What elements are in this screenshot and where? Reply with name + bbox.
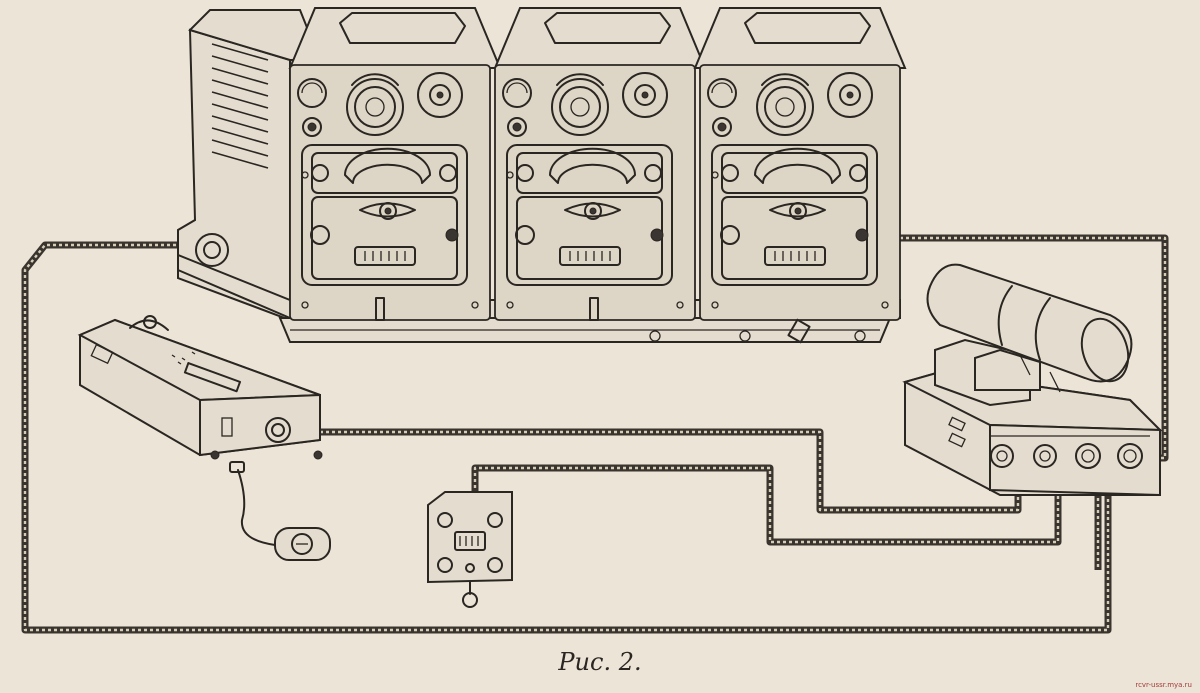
watermark: rcvr-ussr.mya.ru <box>1135 681 1192 689</box>
dynamotor-unit <box>902 338 1163 497</box>
supply-connector-4-icon <box>1117 443 1143 469</box>
supply-connector-1-icon <box>990 444 1014 468</box>
receiver-unit-2 <box>494 7 706 321</box>
receiver-unit-1 <box>289 7 501 321</box>
receiver-unit-3 <box>694 7 906 321</box>
headphone-plug <box>229 461 331 561</box>
junction-plug-icon <box>462 592 478 608</box>
rack-connector-icon <box>195 233 229 267</box>
supply-connector-2-icon <box>1033 444 1057 468</box>
switch-knob-icon <box>129 319 169 331</box>
dynamotor-cylinder <box>926 263 1133 393</box>
plug-face-icon <box>291 533 313 555</box>
cable-junction-to-supply <box>471 462 1062 546</box>
supply-connector-3-icon <box>1075 443 1101 469</box>
junction-box <box>427 491 513 608</box>
control-connector-icon <box>265 417 291 443</box>
figure-caption: Рис. 2. <box>558 648 642 676</box>
side-louvers <box>211 43 269 169</box>
cable-main-loop <box>21 241 1112 634</box>
rack-latches <box>375 297 866 344</box>
left-control-box <box>77 315 323 460</box>
